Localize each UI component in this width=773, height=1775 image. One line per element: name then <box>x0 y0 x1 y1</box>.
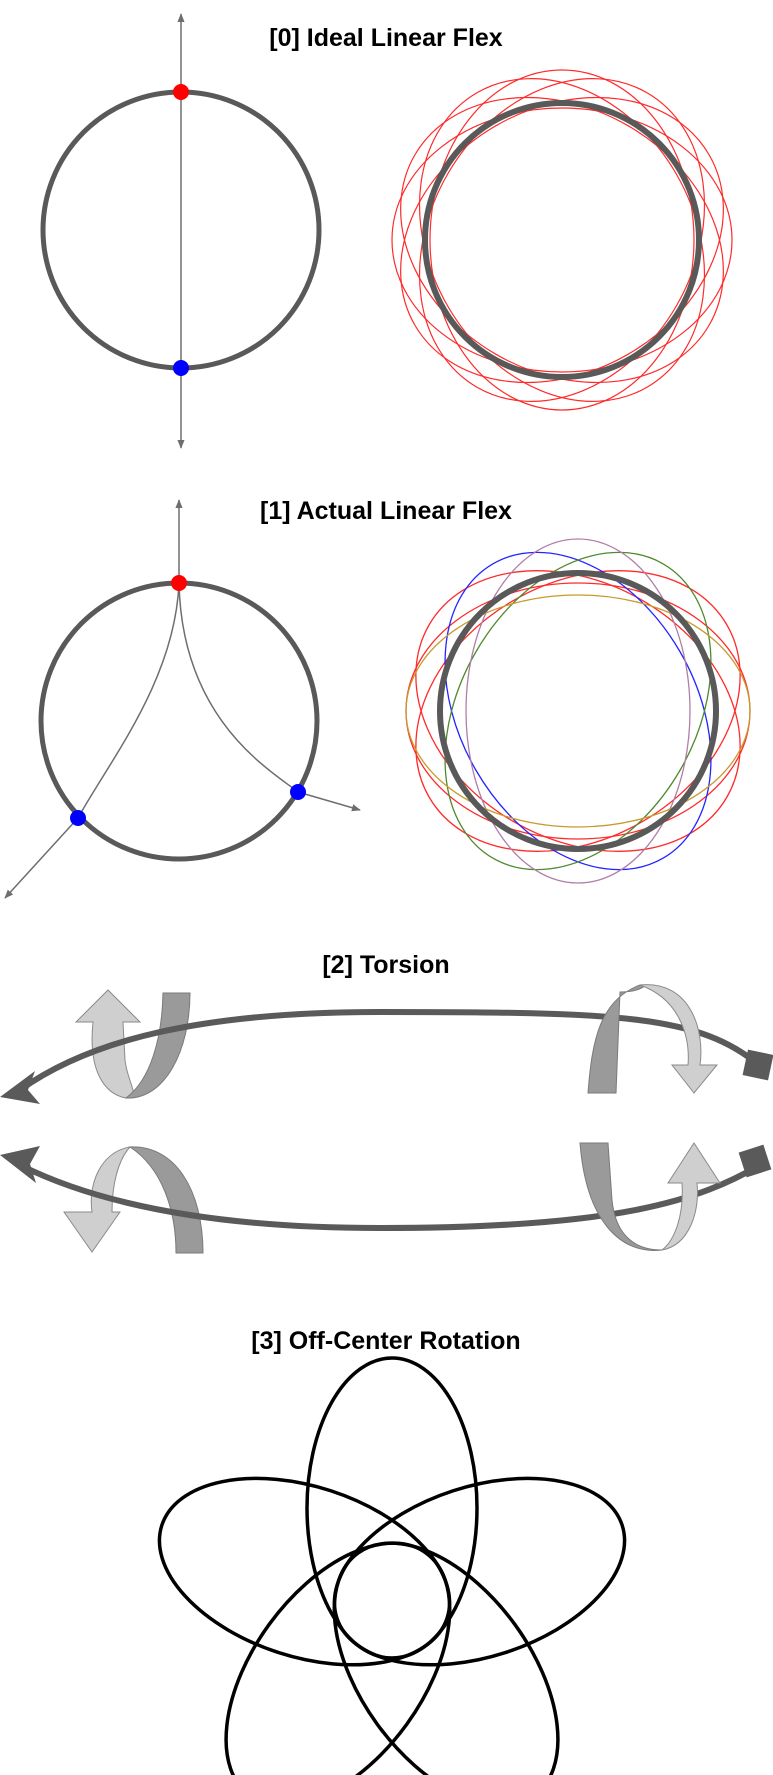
twist-arrow-icon <box>63 1146 204 1254</box>
right-axis <box>297 791 361 812</box>
rotation-petal <box>157 1476 452 1667</box>
reference-ring <box>437 570 719 852</box>
lower-beam-tail <box>738 1144 772 1178</box>
upper-beam-tail <box>742 1049 773 1081</box>
flex-ellipse <box>444 551 712 871</box>
lower-beam-head <box>0 1146 40 1183</box>
bottom-marker <box>173 360 189 376</box>
section-actual-linear-flex: [1] Actual Linear Flex <box>4 497 751 899</box>
flex-ellipse <box>465 538 691 884</box>
flex-ellipse-family <box>405 538 751 884</box>
top-marker <box>173 84 189 100</box>
rotation-petal <box>332 1476 627 1667</box>
flex-ellipse <box>405 594 751 828</box>
reference-ring <box>422 100 702 380</box>
rotation-petal <box>305 1356 479 1660</box>
left-axis <box>4 817 79 899</box>
section-ideal-linear-flex: [0] Ideal Linear Flex <box>40 13 733 449</box>
flex-ellipse <box>429 69 695 411</box>
flex-ellipse-family <box>391 69 733 411</box>
twist-arrow-icon <box>587 984 719 1094</box>
flex-ellipse <box>400 96 724 384</box>
left-marker <box>70 810 86 826</box>
section-title: [2] Torsion <box>322 951 449 979</box>
flex-ellipse <box>415 570 741 852</box>
rotation-petals <box>157 1356 627 1775</box>
lower-torsion-beam <box>18 1162 762 1232</box>
flex-ellipse <box>444 551 712 871</box>
flex-ellipse <box>400 96 724 384</box>
twist-arrow-icon <box>579 1142 721 1251</box>
flex-ellipse <box>391 107 733 373</box>
flex-ellipse <box>415 570 741 852</box>
section-torsion: [2] Torsion <box>0 951 773 1254</box>
rotation-petal <box>224 1541 452 1775</box>
section-title: [3] Off-Center Rotation <box>251 1327 520 1355</box>
right-marker <box>290 784 306 800</box>
flex-ellipse <box>418 78 706 402</box>
rotation-petal <box>332 1541 560 1775</box>
upper-beam-head <box>0 1071 40 1104</box>
branch-curve-left <box>77 582 180 819</box>
section-title: [0] Ideal Linear Flex <box>269 24 503 52</box>
top-marker <box>171 575 187 591</box>
upper-torsion-beam <box>18 1008 762 1093</box>
section-title: [1] Actual Linear Flex <box>260 497 512 525</box>
section-off-center-rotation: [3] Off-Center Rotation <box>157 1327 627 1775</box>
flex-ellipse <box>418 78 706 402</box>
flex-ellipse <box>405 582 751 840</box>
twist-arrow-icon <box>74 989 191 1099</box>
branch-curve-right <box>178 582 299 793</box>
